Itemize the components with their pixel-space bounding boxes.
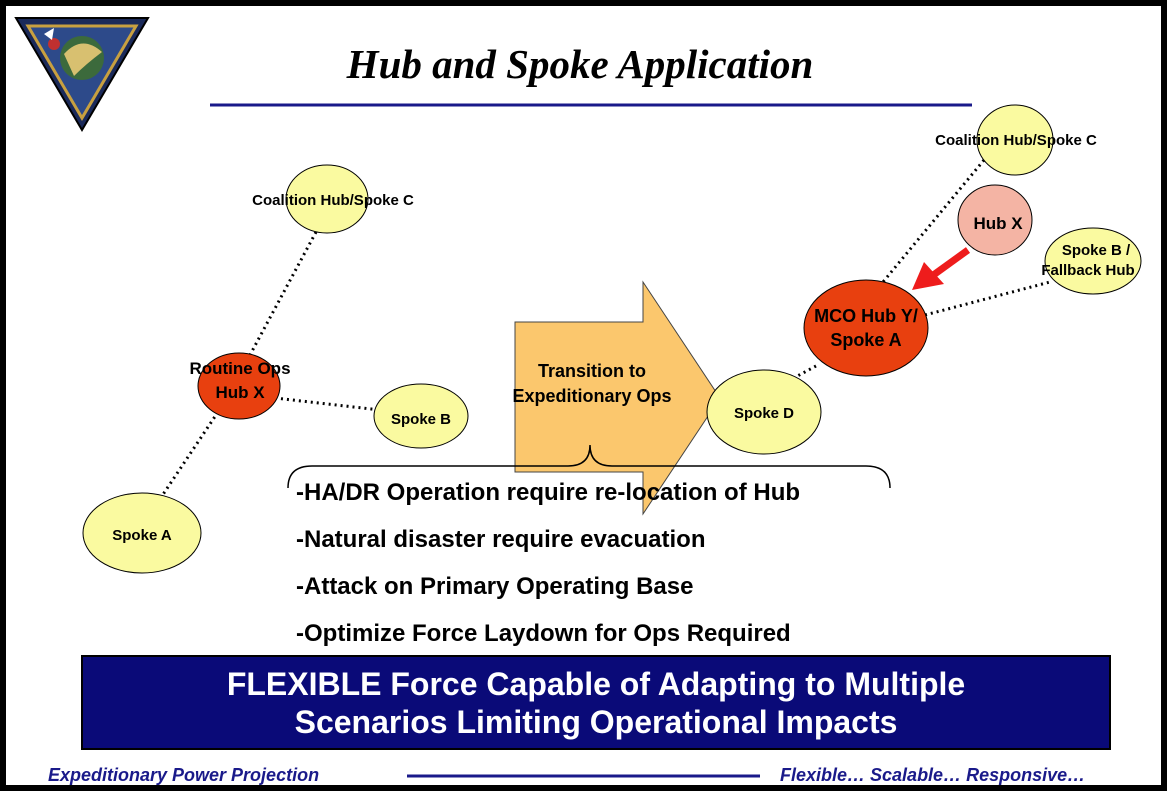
label-right-hub-y-line2: Spoke A: [830, 330, 901, 350]
bullet-item: -Attack on Primary Operating Base: [296, 573, 694, 600]
label-left-hub-line2: Hub X: [215, 383, 265, 402]
label-right-spoke-b-line2: Fallback Hub: [1041, 262, 1134, 279]
node-right-hub-y: [803, 279, 929, 377]
label-right-old-hub: Hub X: [973, 214, 1023, 233]
footer-left-tagline: Expeditionary Power Projection: [48, 765, 320, 785]
transition-label-line1: Transition to: [538, 361, 646, 381]
label-left-hub-line1: Routine Ops: [189, 359, 290, 378]
connector-right-spoke-b: [924, 280, 1051, 317]
node-right-spoke-b: [1044, 227, 1142, 295]
node-left-spoke-b: [373, 383, 469, 449]
label-left-spoke-b: Spoke B: [391, 411, 451, 428]
node-right-spoke-d: [706, 369, 822, 455]
transition-arrow-shape: [514, 280, 721, 516]
relocation-arrow-head: [912, 262, 944, 290]
label-right-spoke-b-line1: Spoke B /: [1062, 242, 1131, 259]
connector-left-spoke-a: [160, 411, 220, 497]
label-right-coalition: Coalition Hub/Spoke C: [935, 132, 1097, 149]
bullet-item: -HA/DR Operation require re-location of …: [296, 479, 801, 506]
node-left-coalition: [285, 164, 369, 234]
banner-line-1: FLEXIBLE Force Capable of Adapting to Mu…: [226, 665, 966, 702]
transition-label-line2: Expeditionary Ops: [512, 386, 671, 406]
relocation-arrow-shaft: [929, 247, 971, 279]
footer-right-tagline: Flexible… Scalable… Responsive…: [780, 765, 1086, 785]
label-right-hub-y-line1: MCO Hub Y/: [814, 306, 918, 326]
squadron-emblem-icon: [14, 17, 150, 132]
label-left-coalition: Coalition Hub/Spoke C: [252, 192, 414, 209]
summary-banner: FLEXIBLE Force Capable of Adapting to Mu…: [81, 655, 1111, 750]
connector-left-coalition: [241, 231, 318, 369]
slide-title: Hub and Spoke Application: [346, 41, 814, 87]
node-right-old-hub-x: [957, 184, 1033, 256]
bullet-list: -HA/DR Operation require re-location of …: [296, 478, 800, 666]
node-left-spoke-a: [82, 492, 202, 574]
node-right-coalition: [976, 104, 1054, 176]
bullet-item: -Optimize Force Laydown for Ops Required: [296, 620, 791, 647]
connector-right-coalition: [876, 159, 986, 289]
node-left-hub-x: [197, 352, 281, 420]
label-right-spoke-d: Spoke D: [734, 405, 794, 422]
label-left-spoke-a: Spoke A: [112, 527, 172, 544]
connector-left-spoke-b: [274, 396, 381, 412]
bullet-item: -Natural disaster require evacuation: [296, 526, 706, 553]
bullet-brace: [287, 444, 891, 489]
banner-line-2: Scenarios Limiting Operational Impacts: [294, 703, 898, 740]
